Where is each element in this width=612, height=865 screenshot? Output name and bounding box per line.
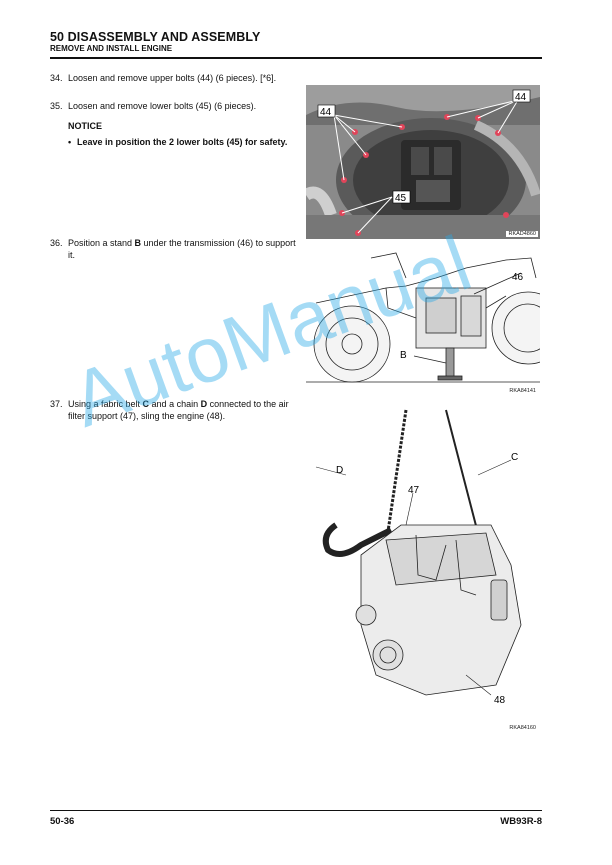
model-number: WB93R-8: [500, 816, 542, 827]
step-text: Using a fabric belt C and a chain D conn…: [68, 399, 300, 422]
belt-label: C: [142, 399, 150, 409]
footer-rule: [50, 810, 542, 811]
figure-code: RKA84160: [509, 725, 536, 731]
step-number: 35.: [50, 101, 63, 111]
notice-title: NOTICE: [68, 121, 103, 131]
step-text: Position a stand B under the transmissio…: [68, 238, 300, 261]
step-36: 36. Position a stand B under the transmi…: [50, 238, 300, 261]
step-text-part: and a chain: [149, 399, 201, 409]
bolts-photo-illustration: 44 44 45: [306, 85, 540, 239]
figure-stand: 46 B RKA84141: [306, 248, 540, 398]
step-text: Loosen and remove lower bolts (45) (6 pi…: [68, 101, 257, 111]
step-text: Loosen and remove upper bolts (44) (6 pi…: [68, 73, 277, 83]
callout-C: C: [511, 452, 518, 463]
figure-bolts-photo: 44 44 45 RKAD4860: [306, 85, 540, 239]
step-text-part: under the transmission (46) to support i…: [68, 238, 296, 260]
callout-44-right: 44: [515, 92, 527, 103]
figure-code: RKA84141: [509, 388, 536, 394]
notice-bullet: •: [68, 137, 72, 147]
section-subtitle: REMOVE AND INSTALL ENGINE: [50, 44, 173, 53]
callout-B: B: [400, 350, 407, 361]
step-text-part: Using a fabric belt: [68, 399, 143, 409]
section-title: 50 DISASSEMBLY AND ASSEMBLY: [50, 30, 261, 44]
notice-item: • Leave in position the 2 lower bolts (4…: [68, 137, 294, 149]
step-34: 34. Loosen and remove upper bolts (44) (…: [50, 73, 300, 85]
step-35: 35. Loosen and remove lower bolts (45) (…: [50, 101, 300, 113]
figure-sling-engine: D C 47 48 RKA84160: [306, 405, 540, 735]
stand-label: B: [134, 238, 142, 248]
stand-illustration: 46 B: [306, 252, 540, 383]
step-number: 37.: [50, 399, 63, 409]
callout-45: 45: [395, 193, 407, 204]
chain-label: D: [200, 399, 208, 409]
notice-text: Leave in position the 2 lower bolts (45)…: [77, 137, 288, 147]
callout-46: 46: [512, 272, 524, 283]
step-text-part: Position a stand: [68, 238, 135, 248]
page-header: 50 DISASSEMBLY AND ASSEMBLY REMOVE AND I…: [50, 30, 542, 54]
step-number: 34.: [50, 73, 63, 83]
step-number: 36.: [50, 238, 63, 248]
engine-illustration: D C 47 48: [315, 409, 522, 705]
callout-48: 48: [494, 695, 506, 705]
step-37: 37. Using a fabric belt C and a chain D …: [50, 399, 300, 422]
figure-code: RKAD4860: [506, 231, 538, 237]
callout-47: 47: [408, 485, 420, 496]
callout-D: D: [336, 465, 343, 476]
page-number: 50-36: [50, 816, 75, 827]
step-text-part: connected to the air filter support (47)…: [68, 399, 289, 421]
callout-44-left: 44: [320, 107, 332, 118]
header-rule: [50, 57, 542, 59]
